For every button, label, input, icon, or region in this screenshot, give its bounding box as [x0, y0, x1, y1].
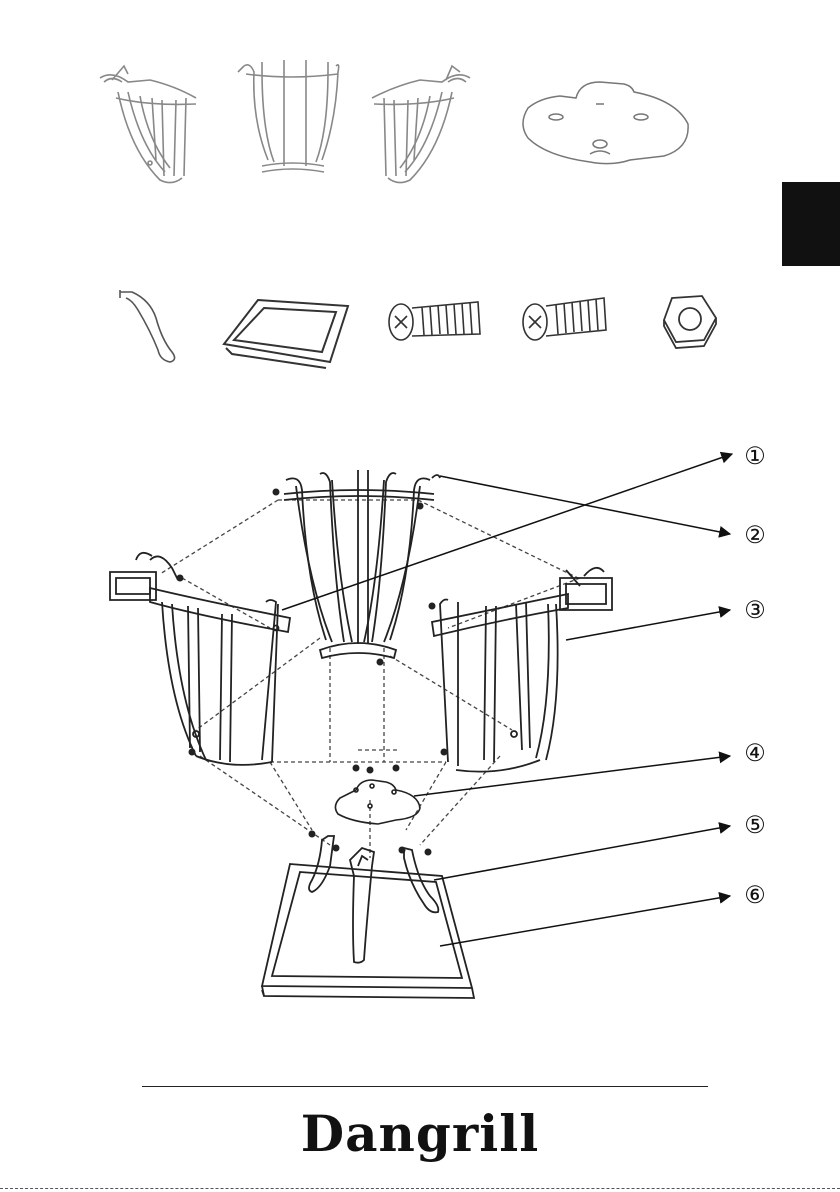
part-long-bolt [389, 302, 480, 340]
brand-logo: Dangrill [0, 1104, 840, 1163]
leader-line-5 [434, 826, 730, 880]
part-side-basket-left [100, 66, 196, 183]
callout-5: ⑤ [738, 810, 772, 840]
part-hex-nut [664, 296, 716, 348]
leader-line-6 [440, 896, 730, 946]
callout-1: ① [738, 441, 772, 471]
assembly-ash-tray [262, 864, 474, 998]
leader-line-3 [566, 610, 730, 640]
part-ash-tray [224, 300, 348, 368]
part-side-basket-right [372, 66, 470, 183]
page-edge-line [0, 1188, 840, 1189]
assembly-base-plate [335, 780, 420, 824]
assembly-screws [177, 489, 447, 855]
leader-line-2 [440, 476, 730, 534]
leader-lines [282, 454, 732, 946]
callout-4: ④ [738, 738, 772, 768]
callout-6: ⑥ [738, 880, 772, 910]
section-tab [782, 182, 840, 266]
callout-2: ② [738, 520, 772, 550]
leader-line-4 [414, 756, 730, 796]
callout-3: ③ [738, 595, 772, 625]
footer-divider [142, 1086, 708, 1087]
assembly-basket-right [432, 568, 612, 772]
leader-line-1 [282, 454, 732, 610]
assembly-basket-left [110, 553, 290, 765]
assembly-legs [309, 836, 438, 963]
part-base-plate [523, 82, 688, 164]
part-basket-center [238, 60, 339, 172]
part-short-bolt [523, 298, 606, 340]
part-leg [120, 290, 175, 362]
